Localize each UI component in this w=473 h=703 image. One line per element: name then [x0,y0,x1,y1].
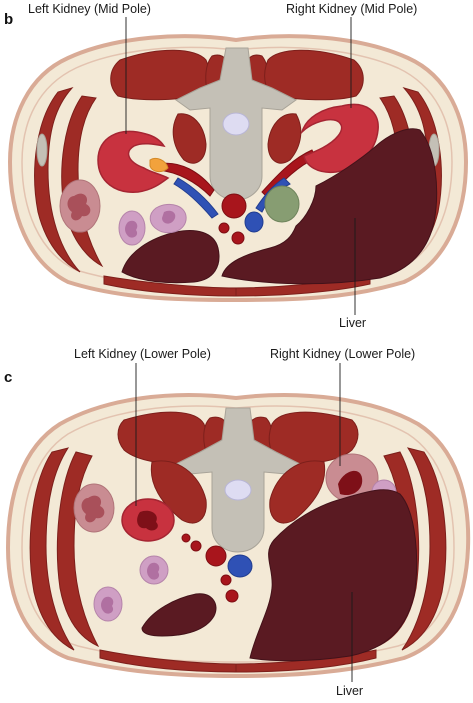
panel-c-left-kidney-label: Left Kidney (Lower Pole) [74,347,211,361]
panel-b-left-kidney [97,130,170,193]
panel-c-right-wall-muscle-outer [401,447,447,651]
panel-c-right-kidney-label: Right Kidney (Lower Pole) [270,347,415,361]
panel-c: c [4,347,471,698]
panel-c-left-wall-muscle-outer [29,447,75,651]
panel-b-left-kidney-label: Left Kidney (Mid Pole) [28,2,151,16]
panel-b-small-artery-2 [231,231,245,245]
panel-b-liver [221,128,438,285]
panel-b-right-kidney [300,103,379,174]
panel-b-bowel-loop-2-lumen [125,220,138,238]
panel-c-small-artery-4 [225,589,239,603]
panel-b-left-renal-artery [157,162,215,197]
panel-b-liver-label: Liver [339,316,366,330]
panel-c-small-artery-2 [181,533,191,543]
panel-b-left-renal-vein [173,177,219,219]
panel-b-bowel-loop-3-lumen [162,210,176,224]
panel-c-bowel-loop-2-lumen [147,562,160,580]
panel-c-spinal-canal [224,479,252,501]
panel-b-gallbladder [264,185,300,223]
panel-c-liver-label: Liver [336,684,363,698]
panel-c-ivc [227,554,253,578]
panel-b-left-liver-lobe [121,230,220,284]
panel-c-inner-fat-line [21,405,455,663]
panel-b-erector-right [267,113,302,164]
panel-b-erector-left [172,113,207,164]
panel-b-spinal-canal [222,112,250,136]
panel-b-small-artery-1 [218,222,230,234]
panel-c-left-kidney-pelvis [137,510,158,531]
panel-c-bowel-loop-3-lumen [101,596,114,614]
panel-b-left-adrenal [149,157,169,173]
panel-b-bowel-loop-1-lumen [67,193,91,221]
panel-c-aorta [205,545,227,567]
panel-b-ivc [244,211,264,233]
panel-b-aorta [221,193,247,219]
panel-c-letter: c [4,369,12,386]
panel-c-right-kidney-pelvis [338,470,363,496]
panel-b-right-kidney-label: Right Kidney (Mid Pole) [286,2,417,16]
panel-c-small-artery-3 [220,574,232,586]
panel-b: b [4,2,469,330]
panel-c-left-liver-lobe [141,593,217,637]
panel-b-letter: b [4,11,13,28]
panel-c-bowel-loop-1-lumen [81,495,105,523]
panel-b-left-wall-muscle-outer [34,87,81,273]
panel-c-erector-left [150,460,207,524]
panel-c-erector-right [269,460,326,524]
panel-c-liver [249,489,418,662]
panel-c-small-artery-1 [190,540,202,552]
panel-b-left-rib [36,133,48,167]
